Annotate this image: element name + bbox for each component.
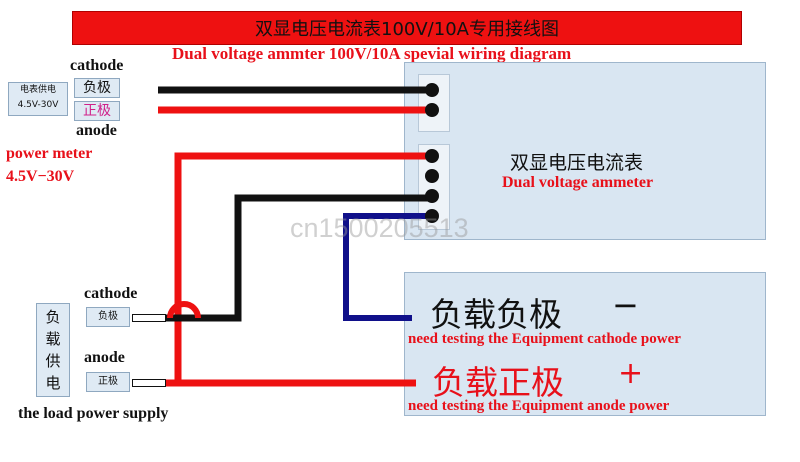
load-positive-label: 负载正极 bbox=[432, 363, 564, 402]
terminal-dot bbox=[425, 149, 439, 163]
load-supply-label: the load power supply bbox=[18, 405, 169, 422]
load-cathode-tag: 负极 bbox=[86, 307, 130, 327]
title-bar bbox=[72, 11, 742, 45]
equipment-panel bbox=[404, 272, 766, 416]
load-negative-label: 负载负极 bbox=[430, 295, 562, 334]
terminal-dot bbox=[425, 209, 439, 223]
title-english: Dual voltage ammter 100V/10A spevial wir… bbox=[172, 44, 572, 63]
positive-sign: + bbox=[618, 356, 644, 391]
terminal-dot bbox=[425, 83, 439, 97]
load-box-char: 供 bbox=[45, 352, 61, 370]
negative-sign: − bbox=[612, 286, 639, 324]
power-meter-range: 4.5V−30V bbox=[6, 168, 75, 185]
meter-panel bbox=[404, 62, 766, 240]
load-anode-tag: 正极 bbox=[86, 372, 130, 392]
load-box-char: 负 bbox=[45, 308, 61, 326]
load-anode-connector bbox=[132, 379, 166, 387]
load-box-char: 电 bbox=[45, 374, 61, 392]
equipment-cathode-text: need testing the Equipment cathode power bbox=[408, 331, 681, 347]
meter-name-chinese: 双显电压电流表 bbox=[510, 152, 644, 174]
load-anode-label: anode bbox=[84, 349, 125, 366]
supply-anode-tag: 正极 bbox=[74, 101, 120, 121]
load-cathode-connector bbox=[132, 314, 166, 322]
equipment-cathode-wire bbox=[343, 213, 432, 321]
terminal-dot bbox=[425, 103, 439, 117]
equipment-anode-text: need testing the Equipment anode power bbox=[408, 398, 670, 414]
title-chinese: 双显电压电流表100V/10A专用接线图 bbox=[255, 19, 559, 40]
load-cathode-wire bbox=[166, 194, 432, 322]
watermark: cn1500205513 bbox=[290, 213, 469, 243]
power-meter-supply-box: 电表供电 4.5V-30V bbox=[8, 82, 68, 116]
load-box-char: 载 bbox=[45, 330, 61, 348]
terminal-dot bbox=[425, 189, 439, 203]
load-cathode-label: cathode bbox=[84, 285, 138, 302]
supply-cathode-tag: 负极 bbox=[74, 78, 120, 98]
supply-box-range: 4.5V-30V bbox=[17, 100, 59, 110]
supply-box-label: 电表供电 bbox=[19, 85, 56, 95]
supply-cathode-label: cathode bbox=[70, 57, 124, 74]
power-meter-label: power meter bbox=[6, 145, 93, 162]
load-supply-box: 负 载 供 电 bbox=[36, 303, 70, 397]
supply-anode-label: anode bbox=[76, 122, 117, 139]
meter-name-english: Dual voltage ammeter bbox=[502, 174, 654, 191]
wire-crossover bbox=[167, 301, 201, 319]
terminal-dot bbox=[425, 169, 439, 183]
load-anode-to-meter-wire bbox=[166, 152, 432, 387]
